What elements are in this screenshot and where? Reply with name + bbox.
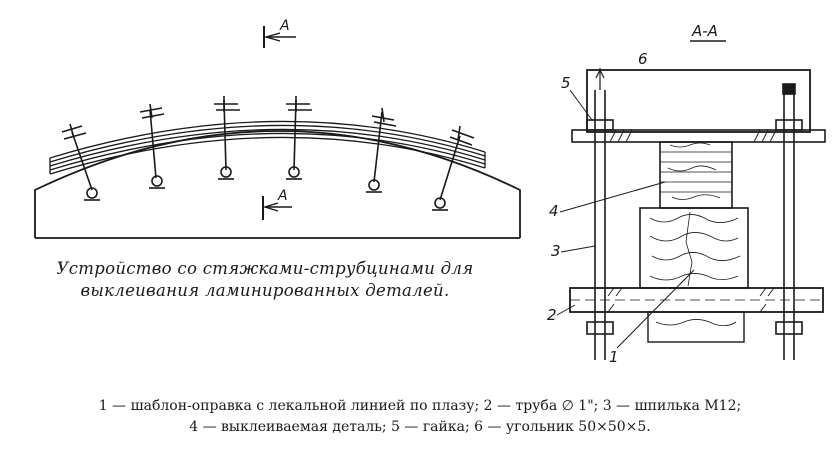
callout-1: 1 <box>609 269 695 366</box>
angle-bracket <box>586 69 811 133</box>
section-view-title: A-A <box>691 22 718 40</box>
laminated-strips <box>49 120 486 175</box>
callout-3: 3 <box>551 242 596 260</box>
svg-text:6: 6 <box>638 50 648 68</box>
clamp-6 <box>432 125 475 211</box>
svg-text:2: 2 <box>547 306 557 324</box>
clamp-3 <box>214 96 240 180</box>
svg-text:1: 1 <box>609 348 619 366</box>
template-block-grain <box>649 211 741 287</box>
callout-4: 4 <box>549 181 666 220</box>
svg-text:5: 5 <box>561 74 571 92</box>
laminated-part-grain <box>660 142 732 200</box>
section-mark-bottom: A <box>262 188 292 220</box>
clamp-2 <box>139 103 165 189</box>
nut-left-bottom <box>586 321 614 335</box>
nut-right-top <box>775 119 803 131</box>
template-block <box>639 207 749 289</box>
section-mark-top-label: A <box>279 18 290 34</box>
nut-left-top <box>586 119 614 131</box>
section-mark-bottom-label: A <box>277 188 288 204</box>
pipe-hatch <box>607 287 775 313</box>
legend: 1 — шаблон-оправка с лекальной линией по… <box>20 396 820 438</box>
figure-caption-line-1: Устройство со стяжками-струбцинами для <box>56 259 474 278</box>
svg-text:4: 4 <box>549 202 559 220</box>
stud-right <box>782 83 796 360</box>
callout-2: 2 <box>547 304 576 324</box>
nut-right-bottom <box>775 321 803 335</box>
figure-caption: Устройство со стяжками-струбцинами для в… <box>30 258 500 302</box>
legend-line-2: 4 — выклеиваемая деталь; 5 — гайка; 6 — … <box>189 419 651 435</box>
clamp-1 <box>61 123 100 201</box>
legend-line-1: 1 — шаблон-оправка с лекальной линией по… <box>98 398 742 414</box>
section-mark-top: A <box>263 18 296 48</box>
lower-block <box>647 311 745 343</box>
top-plate-hatch <box>609 129 777 143</box>
figure-caption-line-2: выклеивания ламинированных деталей. <box>80 281 450 300</box>
callout-6: 6 <box>638 50 648 68</box>
side-elevation-view: A A <box>34 18 521 239</box>
clamp-5 <box>366 107 397 193</box>
template-base <box>34 130 521 238</box>
svg-text:3: 3 <box>551 242 561 260</box>
clamp-4 <box>286 96 312 180</box>
callout-5: 5 <box>561 74 593 121</box>
section-view-a-a: A-A <box>547 22 826 366</box>
stud-left <box>594 68 606 360</box>
